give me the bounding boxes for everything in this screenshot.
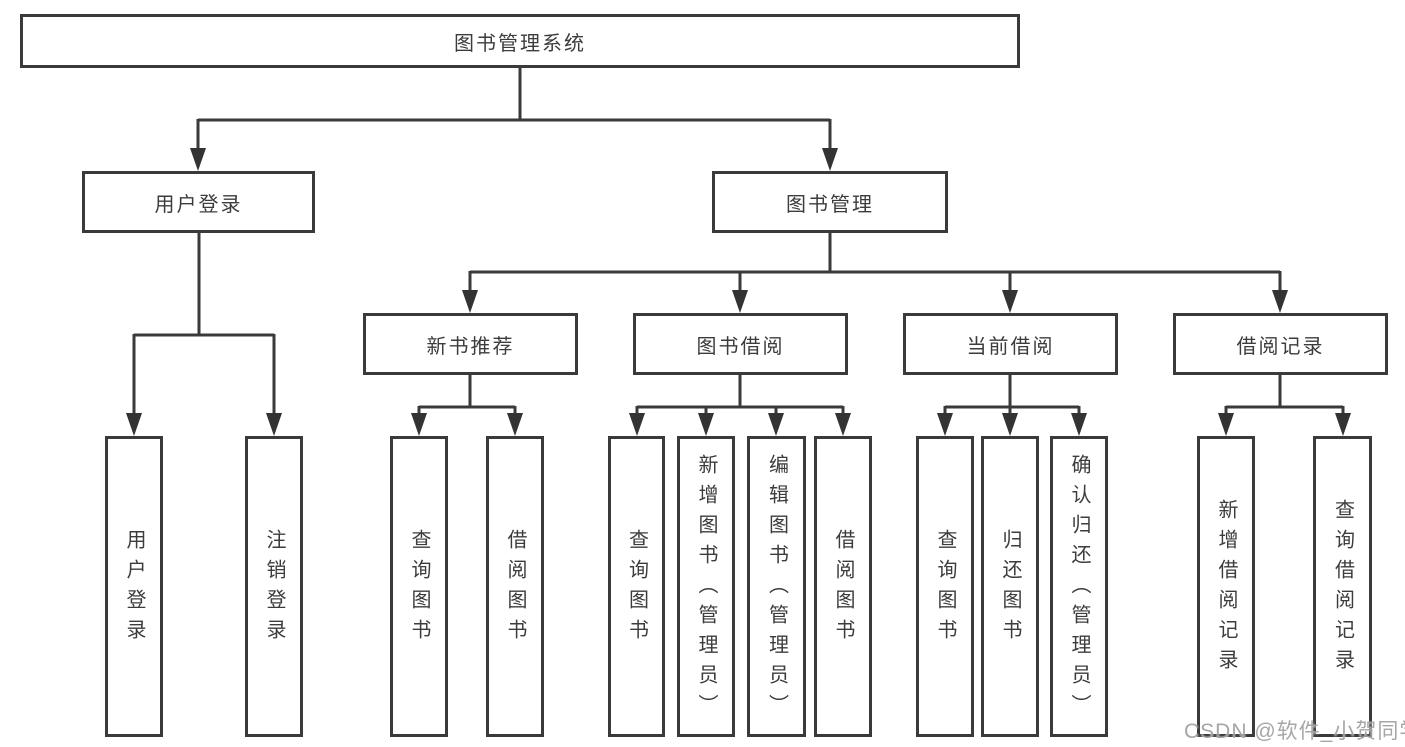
node-book-borrow: 图书借阅 <box>633 313 848 375</box>
leaf-borrow-edit-book-admin: 编辑图书（管理员） <box>747 436 806 737</box>
node-new-book-recommend: 新书推荐 <box>363 313 578 375</box>
node-library-system: 图书管理系统 <box>20 14 1020 68</box>
connector-record-to-leaves <box>1224 375 1345 415</box>
leaf-record-query-record: 查询借阅记录 <box>1313 436 1372 737</box>
leaf-borrow-query-book: 查询图书 <box>608 436 665 737</box>
node-current-borrow: 当前借阅 <box>903 313 1118 375</box>
leaf-record-add-record: 新增借阅记录 <box>1197 436 1255 737</box>
leaf-borrow-add-book-admin: 新增图书（管理员） <box>677 436 735 737</box>
node-user-login: 用户登录 <box>82 171 315 233</box>
connector-recommend-to-leaves <box>417 375 517 415</box>
connector-book-mgmt-to-level3 <box>468 233 1282 292</box>
leaf-borrow-borrow-book: 借阅图书 <box>814 436 872 737</box>
watermark-text: CSDN @软件_小贺同学 <box>1184 720 1405 743</box>
leaf-current-query-book: 查询图书 <box>916 436 974 737</box>
node-borrow-record: 借阅记录 <box>1173 313 1388 375</box>
leaf-current-confirm-return-admin: 确认归还（管理员） <box>1050 436 1108 737</box>
leaf-recommend-borrow-book: 借阅图书 <box>486 436 544 737</box>
leaf-current-return-book: 归还图书 <box>981 436 1039 737</box>
node-book-management: 图书管理 <box>712 171 948 233</box>
leaf-user-login: 用户登录 <box>105 436 163 737</box>
connector-current-to-leaves <box>943 375 1081 415</box>
leaf-recommend-query-book: 查询图书 <box>390 436 448 737</box>
connector-root-to-level2 <box>196 68 832 150</box>
leaf-logout: 注销登录 <box>245 436 303 737</box>
arrowheads <box>126 148 1351 436</box>
connector-user-login-to-leaves <box>132 233 276 414</box>
connector-borrow-to-leaves <box>635 375 845 415</box>
